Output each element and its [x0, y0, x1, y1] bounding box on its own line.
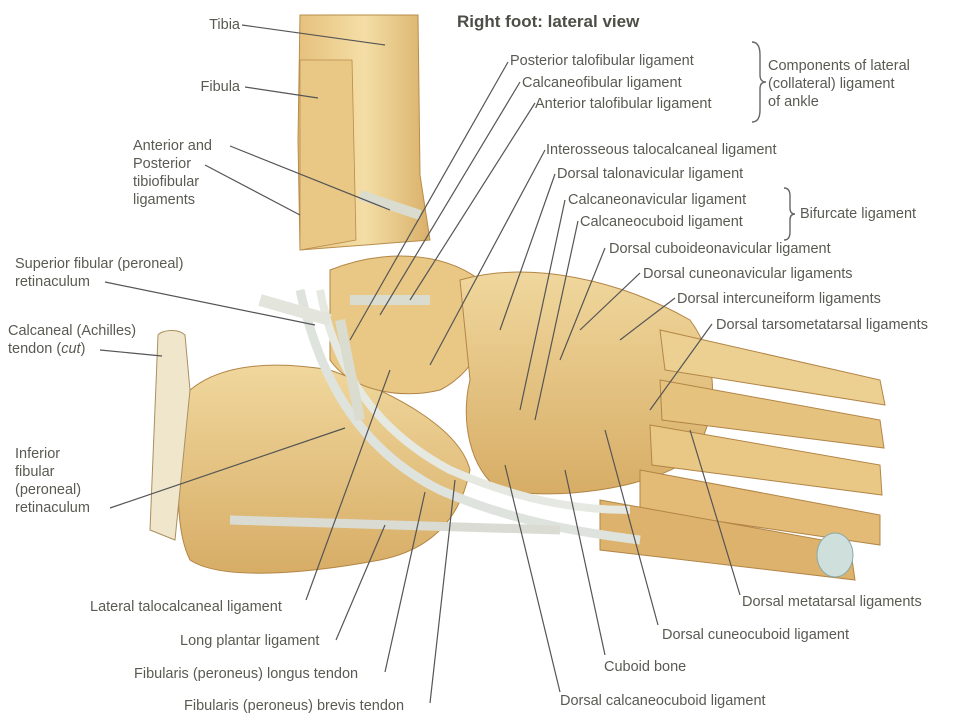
label-long-plantar: Long plantar ligament	[180, 633, 320, 649]
long-plantar-band	[229, 515, 561, 535]
fibula-bone	[299, 59, 357, 251]
label-calcaneal-tendon: Calcaneal (Achilles)tendon (cut)	[8, 323, 137, 357]
leader-lines	[99, 24, 741, 704]
retinaculum-band	[258, 294, 332, 326]
label-fibula: Fibula	[200, 79, 241, 95]
achilles-tendon	[149, 330, 191, 541]
label-superior-retinaculum: Superior fibular (peroneal) retinaculum	[15, 256, 184, 290]
label-lateral-talocalcaneal: Lateral talocalcaneal ligament	[90, 599, 282, 615]
tibiofibular-band	[358, 190, 422, 220]
label-cuboid-bone: Cuboid bone	[604, 659, 687, 675]
metatarsal-3	[649, 424, 883, 496]
label-dorsal-calcaneocuboid: Dorsal calcaneocuboid ligament	[560, 693, 766, 709]
label-dorsal-cuneocuboid: Dorsal cuneocuboid ligament	[662, 627, 849, 643]
metatarsal-4	[639, 469, 881, 546]
label-lateral-ligament-group: Components of lateral (collateral) ligam…	[768, 58, 910, 110]
label-calcaneocuboid: Calcaneocuboid ligament	[580, 214, 743, 230]
fibularis-longus-tendon	[295, 289, 641, 545]
metatarsal-2	[659, 379, 885, 449]
metatarsal-1	[659, 329, 886, 406]
label-calcaneofibular: Calcaneofibular ligament	[522, 75, 682, 91]
metatarsal-head-joint	[816, 532, 854, 578]
label-calcaneonavicular: Calcaneonavicular ligament	[568, 192, 747, 208]
label-dorsal-cuboideonavicular: Dorsal cuboideonavicular ligament	[609, 241, 831, 257]
label-posterior-talofibular: Posterior talofibular ligament	[510, 53, 694, 69]
label-anterior-talofibular: Anterior talofibular ligament	[535, 96, 712, 112]
label-dorsal-metatarsal: Dorsal metatarsal ligaments	[742, 594, 922, 610]
fibularis-brevis-tendon	[316, 289, 631, 514]
calcaneofibular-band	[335, 319, 365, 421]
label-dorsal-cuneonavicular: Dorsal cuneonavicular ligaments	[643, 266, 853, 282]
label-dorsal-talonavicular: Dorsal talonavicular ligament	[557, 166, 744, 182]
label-inferior-retinaculum: Inferior fibular (peroneal) retinaculum	[15, 446, 90, 516]
label-ant-post-tibiofibular: Anterior and Posterior tibiofibular liga…	[133, 138, 212, 208]
label-dorsal-intercuneiform: Dorsal intercuneiform ligaments	[677, 291, 881, 307]
label-fibularis-longus: Fibularis (peroneus) longus tendon	[134, 666, 359, 682]
label-bifurcate: Bifurcate ligament	[800, 206, 917, 222]
bifurcate-brace	[783, 187, 796, 241]
label-fibularis-brevis: Fibularis (peroneus) brevis tendon	[184, 698, 405, 714]
label-tibia: Tibia	[209, 17, 240, 33]
label-dorsal-tarsometatarsal: Dorsal tarsometatarsal ligaments	[716, 317, 928, 333]
lateral-ligament-brace	[751, 41, 767, 123]
label-interosseous-talocalcaneal: Interosseous talocalcaneal ligament	[546, 142, 777, 158]
figure-title: Right foot: lateral view	[457, 12, 640, 31]
